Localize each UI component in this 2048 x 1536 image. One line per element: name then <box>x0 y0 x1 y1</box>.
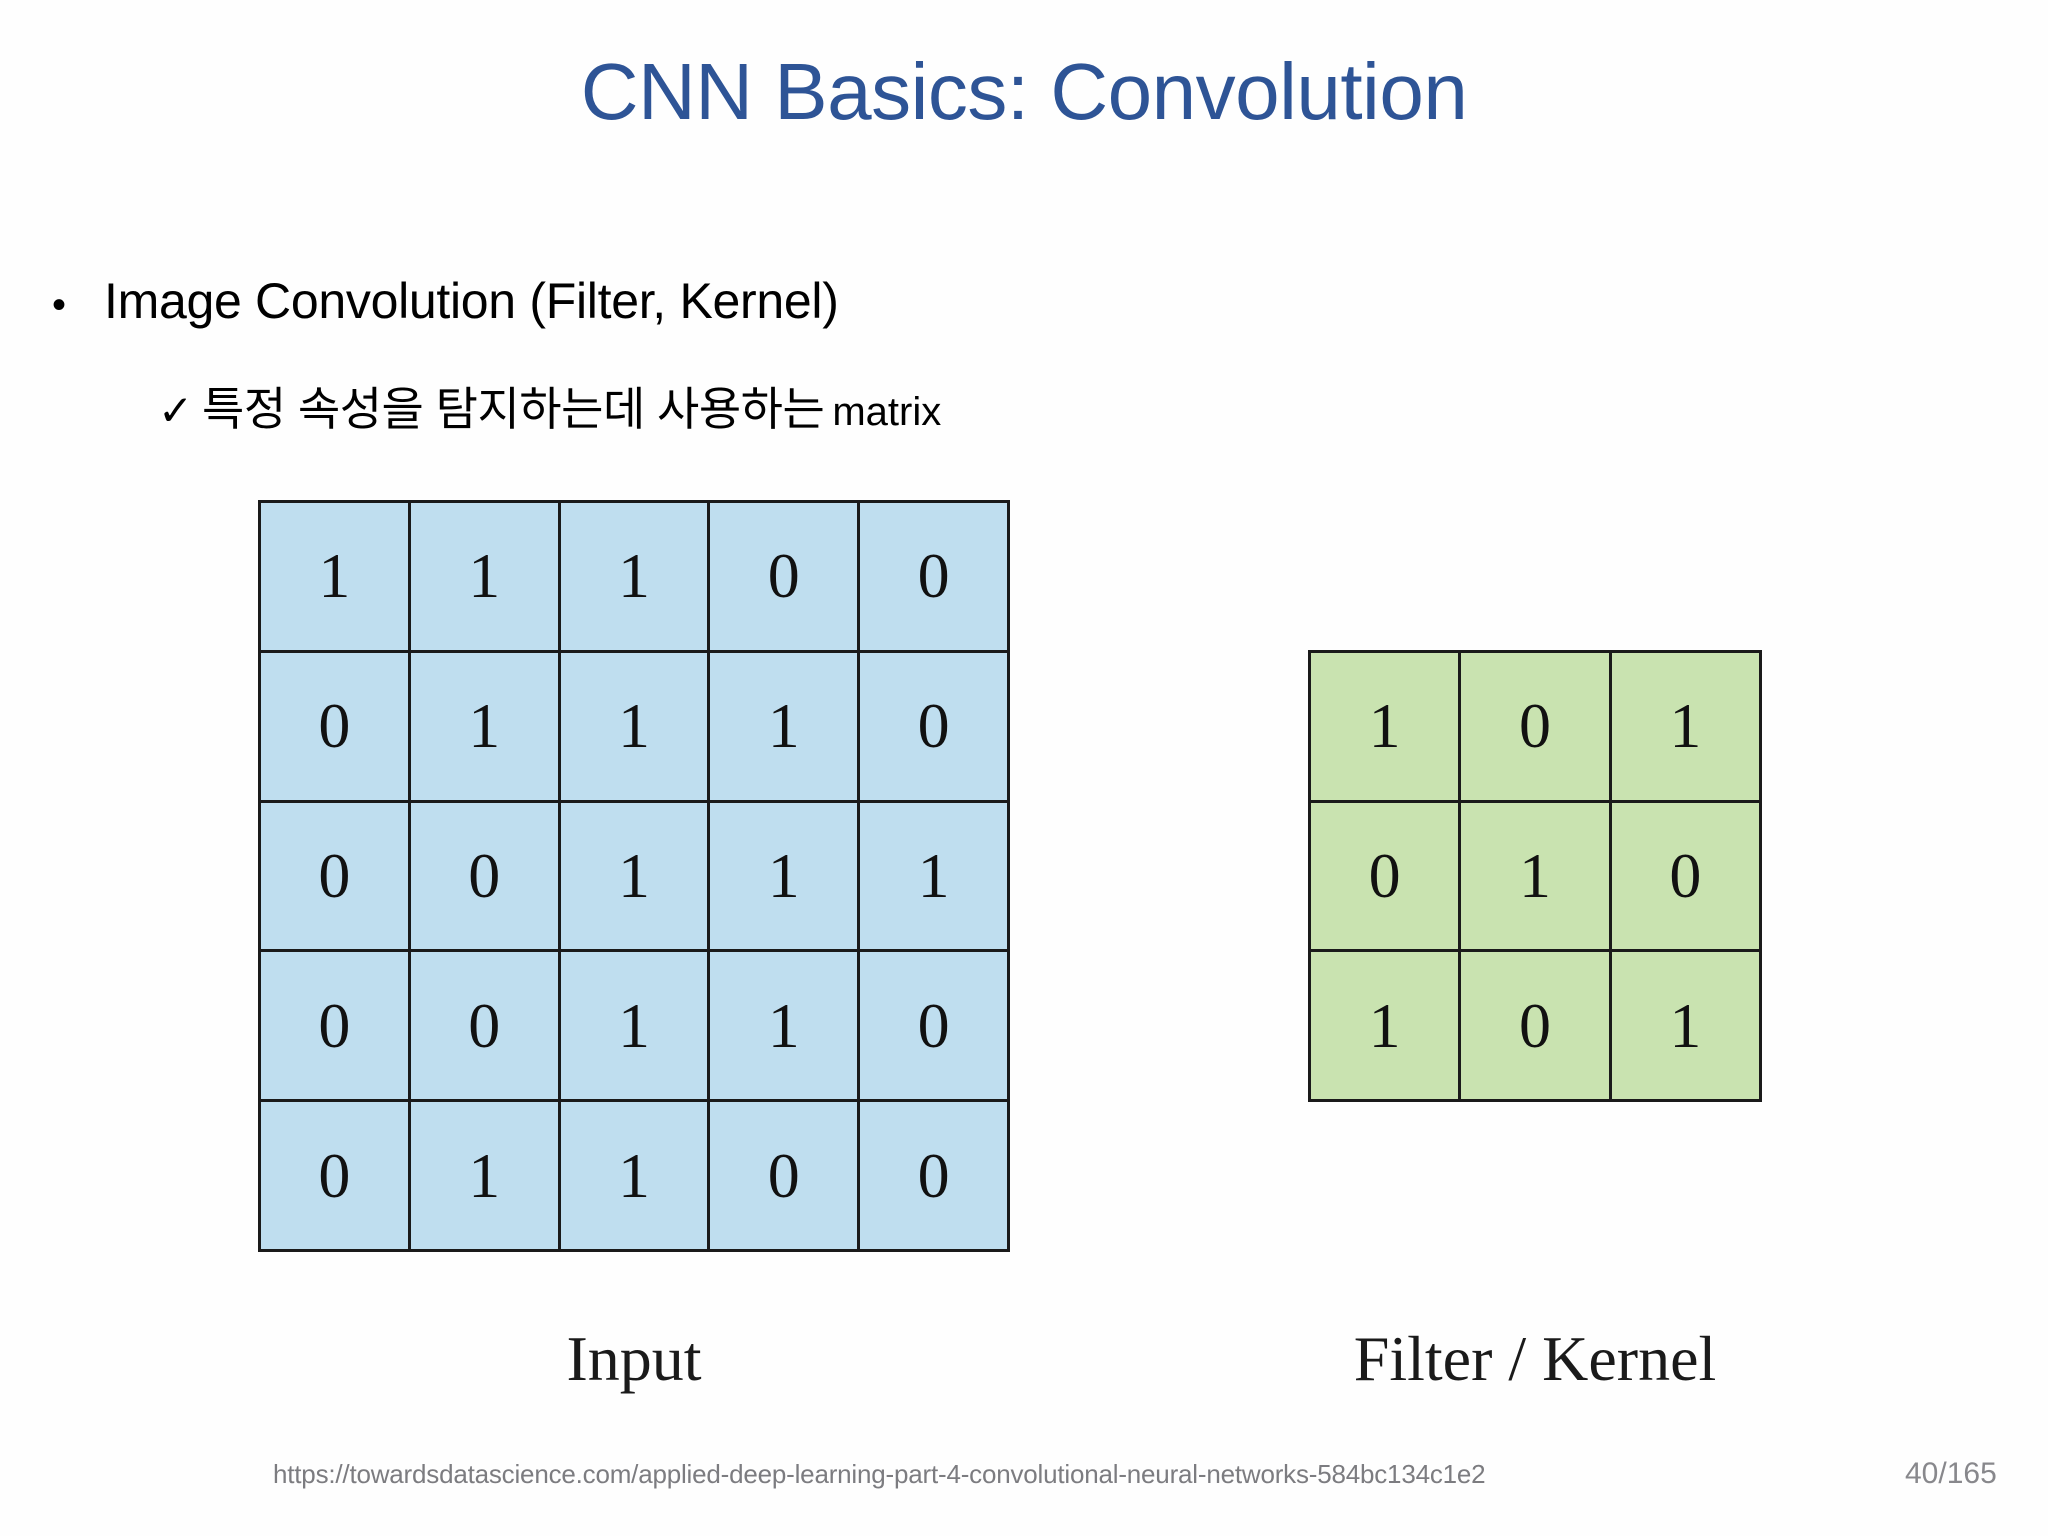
input-cell-2-0: 0 <box>261 802 408 950</box>
filter-cell-2-2: 1 <box>1611 952 1759 1099</box>
input-cell-1-3: 1 <box>710 652 858 800</box>
input-cell-0-2: 1 <box>560 503 708 650</box>
filter-cell-1-1: 1 <box>1461 802 1609 950</box>
checkmark-icon: ✓ <box>158 387 194 434</box>
input-cell-3-3: 1 <box>710 952 858 1100</box>
filter-cell-0-2: 1 <box>1611 653 1759 800</box>
bullet-level-1: • Image Convolution (Filter, Kernel) <box>52 272 839 330</box>
input-cell-1-0: 0 <box>261 652 408 800</box>
page-number: 40/165 <box>1905 1457 1997 1490</box>
input-cell-2-4: 1 <box>860 802 1007 950</box>
filter-cell-2-1: 0 <box>1461 952 1609 1099</box>
input-cell-0-0: 1 <box>261 503 408 650</box>
bullet-level-2-label-en: matrix <box>832 390 942 434</box>
input-cell-1-4: 0 <box>860 652 1007 800</box>
input-cell-4-4: 0 <box>860 1102 1007 1249</box>
input-matrix-caption: Input <box>566 1323 702 1394</box>
input-cell-4-3: 0 <box>710 1102 858 1249</box>
input-cell-1-2: 1 <box>560 652 708 800</box>
input-cell-4-0: 0 <box>261 1102 408 1249</box>
filter-matrix-caption: Filter / Kernel <box>1353 1323 1717 1394</box>
input-cell-2-2: 1 <box>560 802 708 950</box>
input-cell-2-3: 1 <box>710 802 858 950</box>
input-cell-0-1: 1 <box>410 503 558 650</box>
filter-cell-1-2: 0 <box>1611 802 1759 950</box>
input-cell-3-4: 0 <box>860 952 1007 1100</box>
page-title: CNN Basics: Convolution <box>580 47 1468 136</box>
filter-cell-1-0: 0 <box>1311 802 1459 950</box>
input-cell-2-1: 0 <box>410 802 558 950</box>
input-cell-1-1: 1 <box>410 652 558 800</box>
bullet-level-1-label: Image Convolution (Filter, Kernel) <box>104 273 839 329</box>
filter-cell-2-0: 1 <box>1311 952 1459 1099</box>
filter-cell-0-0: 1 <box>1311 653 1459 800</box>
input-cell-3-0: 0 <box>261 952 408 1100</box>
source-url-text: https://towardsdatascience.com/applied-d… <box>273 1459 1486 1489</box>
input-cell-3-2: 1 <box>560 952 708 1100</box>
input-cell-4-2: 1 <box>560 1102 708 1249</box>
bullet-level-2-label-kr: 특정 속성을 탐지하는데 사용하는 <box>202 383 825 435</box>
input-cell-0-3: 0 <box>710 503 858 650</box>
input-cell-0-4: 0 <box>860 503 1007 650</box>
bullet-level-2: ✓ 특정 속성을 탐지하는데 사용하는 matrix <box>158 373 941 439</box>
bullet-marker-dot: • <box>52 283 67 327</box>
filter-cell-0-1: 0 <box>1461 653 1609 800</box>
input-cell-3-1: 0 <box>410 952 558 1100</box>
input-cell-4-1: 1 <box>410 1102 558 1249</box>
